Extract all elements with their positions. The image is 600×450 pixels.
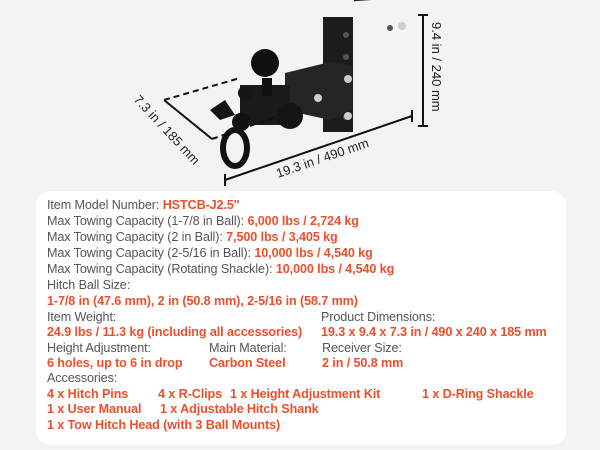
capacity-label: Max Towing Capacity (Rotating Shackle): <box>47 262 276 276</box>
capacity-label: Max Towing Capacity (2 in Ball): <box>47 230 227 244</box>
capacity-row-4: Max Towing Capacity (Rotating Shackle): … <box>47 262 394 276</box>
capacity-value: 10,000 lbs / 4,540 kg <box>254 246 373 260</box>
height-adjustment-value: 6 holes, up to 6 in drop <box>47 356 183 370</box>
capacity-value: 7,500 lbs / 3,405 kg <box>226 230 338 244</box>
weight-label: Item Weight: <box>47 310 117 324</box>
accessory-item: 4 x R-Clips <box>158 387 222 401</box>
capacity-label: Max Towing Capacity (1-7/8 in Ball): <box>47 214 248 228</box>
hitch-illustration <box>210 0 411 169</box>
product-image: 9.4 in / 240 mm 19.3 in / 490 mm 7.3 in … <box>131 0 444 186</box>
receiver-label: Receiver Size: <box>322 341 402 355</box>
accessory-item: 1 x D-Ring Shackle <box>422 387 534 401</box>
specs-card <box>36 191 566 445</box>
capacity-row-1: Max Towing Capacity (1-7/8 in Ball): 6,0… <box>47 214 359 228</box>
width-dimension-line <box>163 99 213 140</box>
accessory-item: 1 x Adjustable Hitch Shank <box>160 402 319 416</box>
ball-size-label: Hitch Ball Size: <box>47 278 131 292</box>
capacity-row-3: Max Towing Capacity (2-5/16 in Ball): 10… <box>47 246 373 260</box>
accessory-item: 1 x Tow Hitch Head (with 3 Ball Mounts) <box>47 418 281 432</box>
height-adjustment-label: Height Adjustment: <box>47 341 151 355</box>
material-value: Carbon Steel <box>209 356 286 370</box>
capacity-label: Max Towing Capacity (2-5/16 in Ball): <box>47 246 255 260</box>
model-label: Item Model Number: <box>47 198 163 212</box>
accessory-item: 1 x Height Adjustment Kit <box>230 387 381 401</box>
capacity-row-2: Max Towing Capacity (2 in Ball): 7,500 l… <box>47 230 338 244</box>
model-value: HSTCB-J2.5'' <box>162 198 240 212</box>
height-dimension-label: 9.4 in / 240 mm <box>429 22 444 112</box>
capacity-value: 10,000 lbs / 4,540 kg <box>275 262 395 276</box>
accessories-label: Accessories: <box>47 371 118 385</box>
model-row: Item Model Number: HSTCB-J2.5'' <box>47 198 240 212</box>
ball-size-value: 1-7/8 in (47.6 mm), 2 in (50.8 mm), 2-5/… <box>47 294 358 308</box>
accessory-item: 1 x User Manual <box>47 402 142 416</box>
dimensions-value: 19.3 x 9.4 x 7.3 in / 490 x 240 x 185 mm <box>321 325 547 339</box>
receiver-value: 2 in / 50.8 mm <box>322 356 404 370</box>
weight-value: 24.9 lbs / 11.3 kg (including all access… <box>47 325 303 339</box>
material-label: Main Material: <box>209 341 287 355</box>
capacity-value: 6,000 lbs / 2,724 kg <box>247 214 359 228</box>
accessory-item: 4 x Hitch Pins <box>47 387 129 401</box>
length-dimension-line <box>224 115 413 181</box>
dimensions-label: Product Dimensions: <box>321 310 436 324</box>
